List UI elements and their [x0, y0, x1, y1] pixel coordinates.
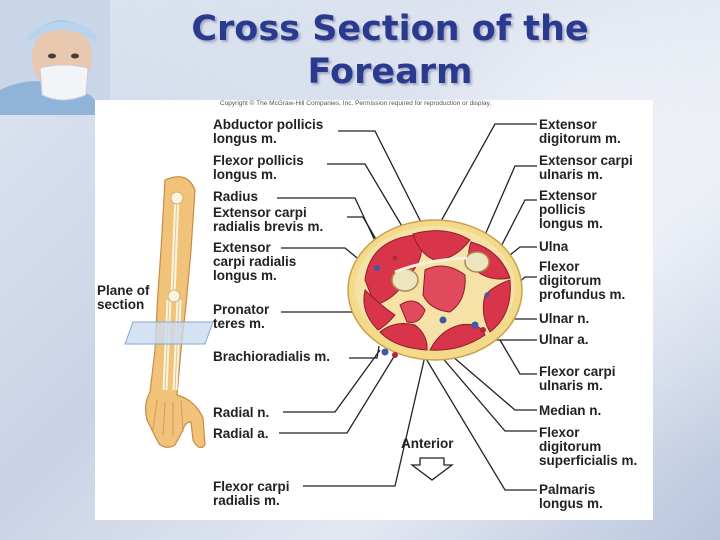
label-line: digitorum [539, 273, 602, 288]
label-line: radialis m. [213, 493, 280, 508]
label-line: Flexor [539, 425, 580, 440]
label-line: longus m. [213, 167, 277, 182]
label-extensor-carpi-ulnaris: Extensor carpi ulnaris m. [539, 154, 633, 182]
slide-title: Cross Section of the Forearm [150, 8, 630, 94]
label-flexor-pollicis-longus: Flexor pollicis longus m. [213, 154, 304, 182]
label-median-nerve: Median n. [539, 404, 601, 418]
anterior-arrow-icon [410, 457, 454, 481]
label-line: Median n. [539, 403, 602, 418]
label-line: Flexor carpi [539, 364, 616, 379]
label-line: ulnaris m. [539, 167, 603, 182]
label-line: longus m. [213, 131, 277, 146]
label-radius: Radius [213, 190, 258, 204]
label-line: longus m. [539, 496, 603, 511]
label-line: digitorum [539, 439, 602, 454]
label-ulnar-artery: Ulnar a. [539, 333, 589, 347]
label-line: Flexor [539, 259, 580, 274]
label-line: Radius [213, 189, 259, 204]
label-line: digitorum m. [539, 131, 621, 146]
label-line: carpi radialis [213, 254, 297, 269]
label-line: superficialis m. [539, 453, 638, 468]
label-line: Extensor [539, 188, 597, 203]
surgeon-image [0, 0, 110, 115]
label-line: Flexor carpi [213, 479, 290, 494]
label-radial-artery: Radial a. [213, 427, 269, 441]
label-line: Pronator [213, 302, 270, 317]
label-extensor-digitorum: Extensor digitorum m. [539, 118, 621, 146]
label-palmaris-longus: Palmaris longus m. [539, 483, 603, 511]
anatomy-figure [124, 123, 537, 491]
label-line: Extensor carpi [213, 205, 307, 220]
label-line: Brachioradialis m. [213, 349, 331, 364]
forearm-cross-section [347, 219, 523, 361]
label-extensor-carpi-radialis-longus: Extensor carpi radialis longus m. [213, 241, 296, 283]
label-flexor-digitorum-superficialis: Flexor digitorum superficialis m. [539, 426, 637, 468]
plane-label-line: section [97, 297, 145, 312]
label-line: teres m. [213, 316, 265, 331]
label-line: profundus m. [539, 287, 626, 302]
label-flexor-digitorum-profundus: Flexor digitorum profundus m. [539, 260, 625, 302]
plane-of-section-label: Plane of section [97, 284, 150, 312]
label-line: ulnaris m. [539, 378, 603, 393]
label-line: Abductor pollicis [213, 117, 324, 132]
label-extensor-pollicis-longus: Extensor pollicis longus m. [539, 189, 603, 231]
label-line: Radial a. [213, 426, 269, 441]
label-line: Extensor carpi [539, 153, 633, 168]
label-extensor-carpi-radialis-brevis: Extensor carpi radialis brevis m. [213, 206, 323, 234]
label-line: pollicis [539, 202, 586, 217]
label-ulna: Ulna [539, 240, 568, 254]
label-line: Radial n. [213, 405, 270, 420]
label-flexor-carpi-radialis: Flexor carpi radialis m. [213, 480, 290, 508]
section-plane [124, 321, 214, 345]
copyright-notice: Copyright © The McGraw-Hill Companies, I… [220, 100, 492, 107]
label-radial-nerve: Radial n. [213, 406, 269, 420]
figure-panel: Copyright © The McGraw-Hill Companies, I… [95, 100, 653, 520]
label-line: Extensor [539, 117, 597, 132]
label-pronator-teres: Pronator teres m. [213, 303, 269, 331]
label-line: Extensor [213, 240, 271, 255]
label-line: longus m. [213, 268, 277, 283]
label-line: Ulnar n. [539, 311, 590, 326]
label-abductor-pollicis-longus: Abductor pollicis longus m. [213, 118, 323, 146]
label-line: radialis brevis m. [213, 219, 324, 234]
label-line: Ulna [539, 239, 569, 254]
title-line-1: Cross Section of the [191, 9, 589, 49]
label-brachioradialis: Brachioradialis m. [213, 350, 330, 364]
plane-label-line: Plane of [97, 283, 150, 298]
anterior-label: Anterior [401, 436, 454, 451]
title-line-2: Forearm [307, 52, 473, 92]
label-ulnar-nerve: Ulnar n. [539, 312, 589, 326]
label-line: longus m. [539, 216, 603, 231]
label-line: Palmaris [539, 482, 596, 497]
label-flexor-carpi-ulnaris: Flexor carpi ulnaris m. [539, 365, 616, 393]
label-line: Flexor pollicis [213, 153, 304, 168]
arm-illustration [144, 176, 206, 449]
label-line: Ulnar a. [539, 332, 589, 347]
